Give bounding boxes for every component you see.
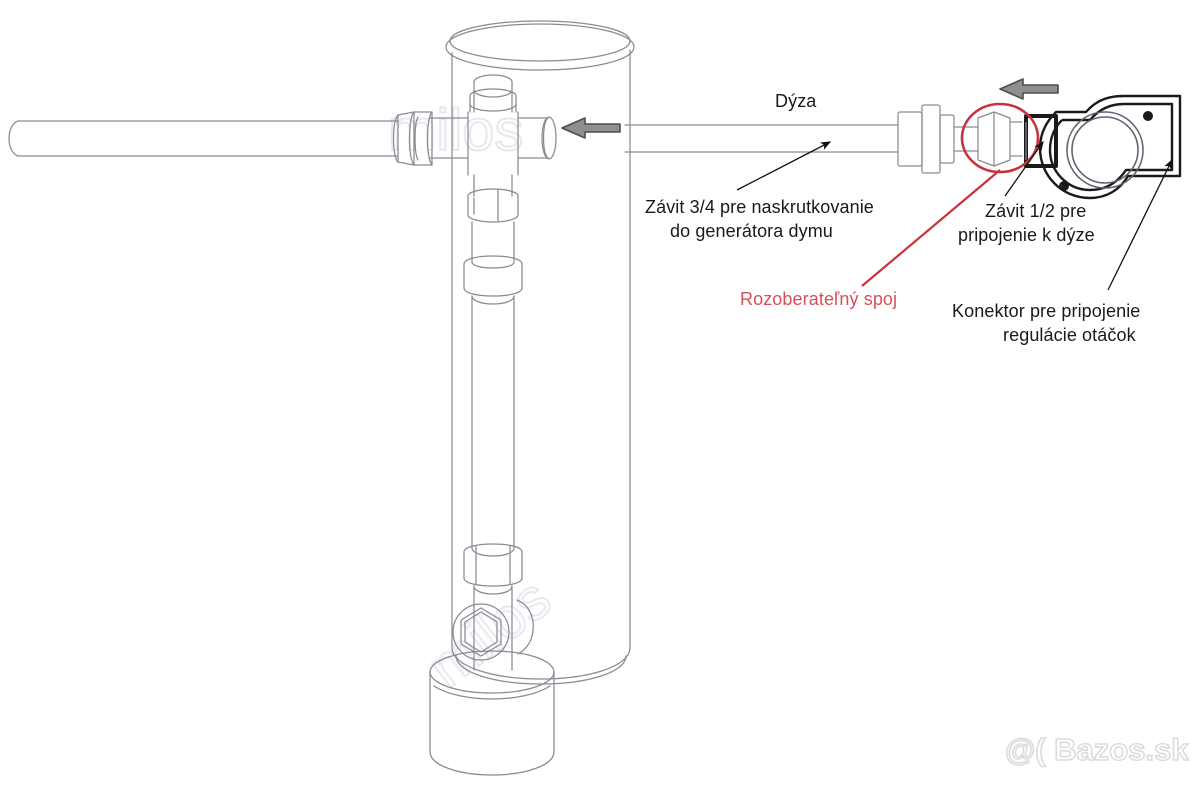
highlight-ellipse-detachable-joint bbox=[960, 102, 1040, 174]
hex-side-plug bbox=[452, 599, 534, 661]
flow-arrow-cross-inlet bbox=[561, 117, 621, 139]
flow-arrow-blower-outlet bbox=[999, 78, 1059, 100]
label-zavit-1-2-line1: Závit 1/2 pre bbox=[985, 201, 1087, 221]
label-rozoberatelny-spoj: Rozoberateľný spoj bbox=[740, 289, 898, 309]
leader-line-rozoberatelny-spoj bbox=[861, 169, 1001, 287]
label-zavit-3-4-line2: do generátora dymu bbox=[670, 221, 833, 241]
leader-line-konektor bbox=[1107, 158, 1173, 291]
leader-line-zavit-1-2 bbox=[1004, 140, 1044, 197]
bottom-canister bbox=[429, 650, 555, 776]
label-zavit-3-4-line1: Závit 3/4 pre naskrutkovanie bbox=[645, 197, 874, 217]
label-konektor-line2: regulácie otáčok bbox=[1003, 325, 1136, 345]
blower-fan-circle bbox=[1066, 111, 1144, 189]
blower-mount-screws bbox=[1059, 111, 1153, 191]
label-konektor-line1: Konektor pre pripojenie bbox=[952, 301, 1141, 321]
horizontal-left-pipe bbox=[8, 120, 399, 157]
cross-fitting bbox=[429, 74, 557, 197]
smoke-generator-body bbox=[445, 20, 635, 685]
union-coupling-left bbox=[392, 111, 433, 166]
watermark-bazos: @( Bazos.sk bbox=[1005, 732, 1189, 767]
label-dyza: Dýza bbox=[775, 91, 817, 111]
label-zavit-1-2-line2: pripojenie k dýze bbox=[958, 225, 1095, 245]
hex-nut-12 bbox=[977, 111, 1023, 167]
nozzle-pipe bbox=[624, 124, 899, 153]
leader-lines bbox=[736, 140, 1173, 291]
vertical-pipe-column bbox=[463, 188, 523, 671]
leader-line-zavit-3-4 bbox=[736, 141, 832, 191]
